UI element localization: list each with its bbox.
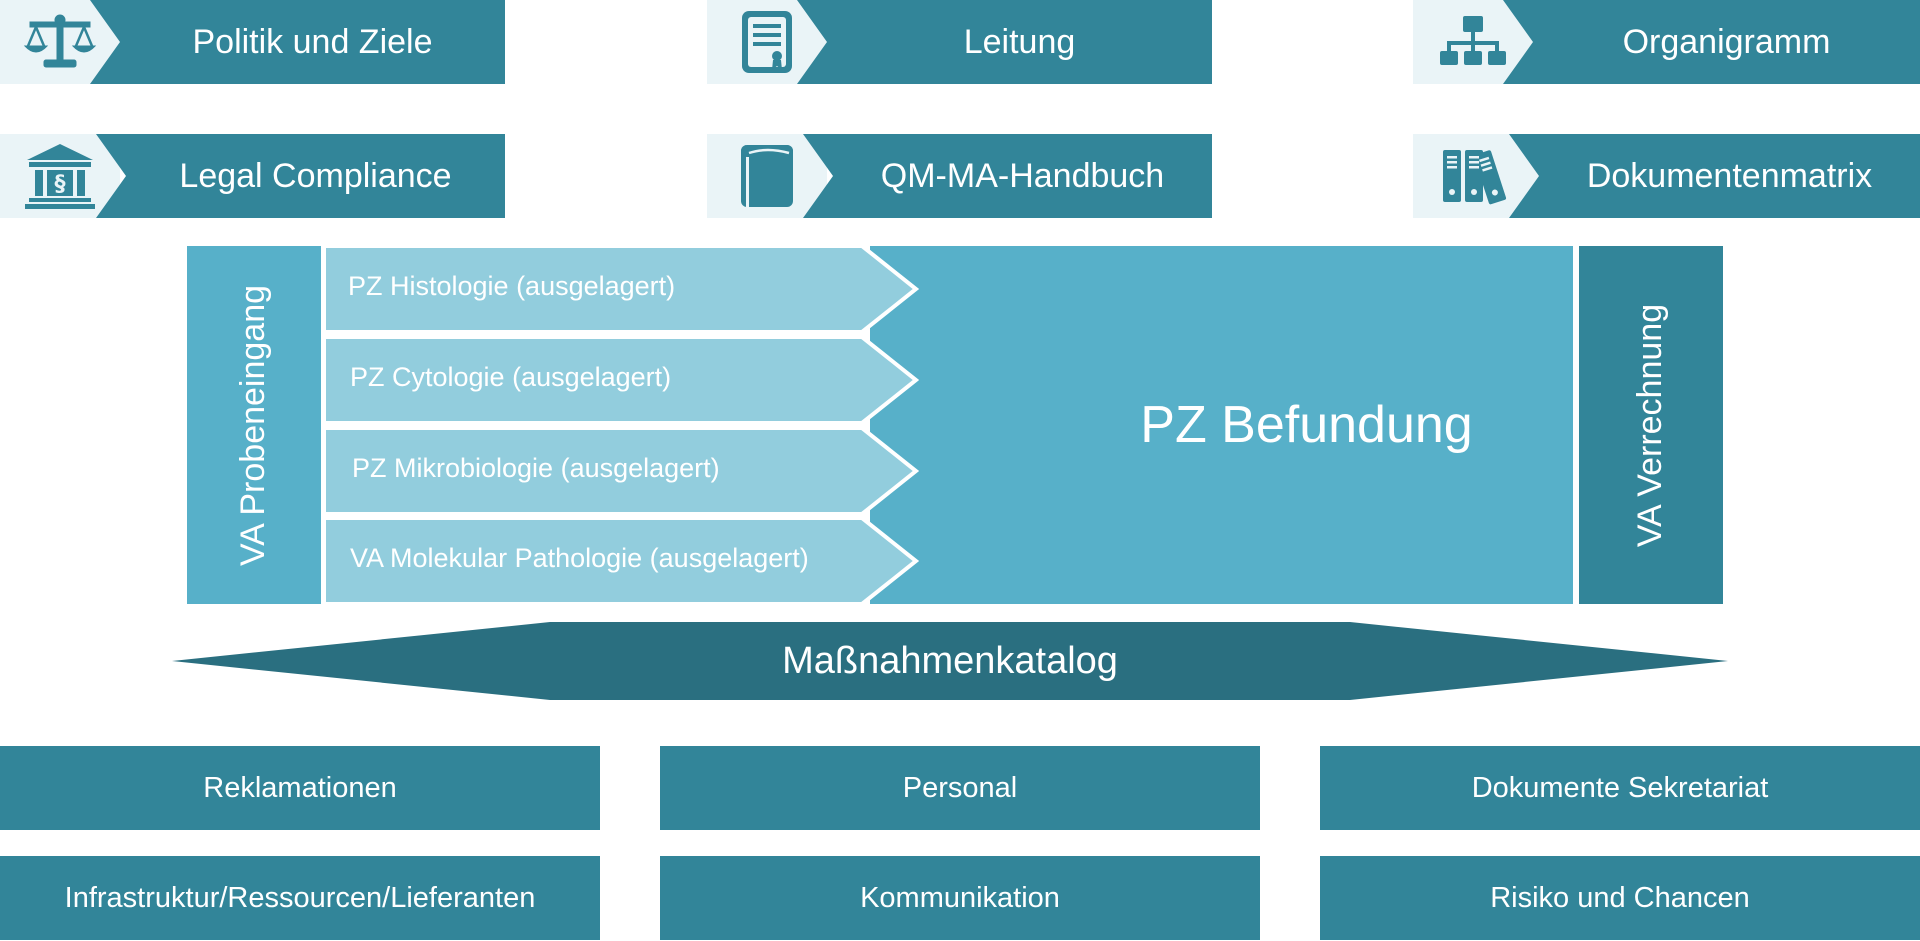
box-risiko-und-chancen[interactable]: Risiko und Chancen (1320, 856, 1920, 940)
card-qm-ma-handbuch-label: QM-MA-Handbuch (803, 134, 1212, 218)
pz-befundung-label: PZ Befundung (1140, 396, 1473, 454)
box-kommunikation[interactable]: Kommunikation (660, 856, 1260, 940)
courthouse-paragraph-icon: § (0, 134, 120, 218)
sub-process-cytologie-shape[interactable] (324, 335, 919, 425)
svg-text:§: § (55, 172, 66, 197)
box-infrastruktur[interactable]: Infrastruktur/Ressourcen/Lieferanten (0, 856, 600, 940)
card-organigramm[interactable]: Organigramm (1413, 0, 1920, 84)
card-leitung-label: Leitung (797, 0, 1212, 84)
card-organigramm-label: Organigramm (1503, 0, 1920, 84)
card-politik-und-ziele[interactable]: Politik und Ziele (0, 0, 505, 84)
box-personal[interactable]: Personal (660, 746, 1260, 830)
massnahmenkatalog-label: Maßnahmenkatalog (782, 639, 1118, 682)
book-icon (707, 134, 827, 218)
sub-process-molekular-shape[interactable] (324, 516, 919, 604)
card-qm-ma-handbuch[interactable]: QM-MA-Handbuch (707, 134, 1212, 218)
sub-process-stack: PZ Histologie (ausgelagert) PZ Cytologie… (324, 246, 919, 604)
massnahmenkatalog-banner[interactable]: Maßnahmenkatalog (172, 622, 1728, 700)
box-reklamationen[interactable]: Reklamationen (0, 746, 600, 830)
card-legal-compliance[interactable]: § Legal Compliance (0, 134, 505, 218)
card-politik-und-ziele-label: Politik und Ziele (90, 0, 505, 84)
sub-process-histologie-shape[interactable] (324, 246, 919, 334)
va-verrechnung-box[interactable]: VA Verrechnung (1579, 246, 1723, 604)
va-probeneingang-box[interactable]: VA Probeneingang (187, 246, 321, 604)
pz-befundung-box[interactable]: PZ Befundung (870, 246, 1573, 604)
card-dokumentenmatrix[interactable]: Dokumentenmatrix (1413, 134, 1920, 218)
sub-process-mikrobiologie-shape[interactable] (324, 426, 919, 516)
va-verrechnung-label: VA Verrechnung (1631, 303, 1670, 547)
va-probeneingang-label: VA Probeneingang (234, 284, 273, 566)
card-leitung[interactable]: Leitung (707, 0, 1212, 84)
card-legal-compliance-label: Legal Compliance (96, 134, 505, 218)
binders-icon (1413, 134, 1539, 218)
card-dokumentenmatrix-label: Dokumentenmatrix (1509, 134, 1920, 218)
box-dokumente-sekretariat[interactable]: Dokumente Sekretariat (1320, 746, 1920, 830)
